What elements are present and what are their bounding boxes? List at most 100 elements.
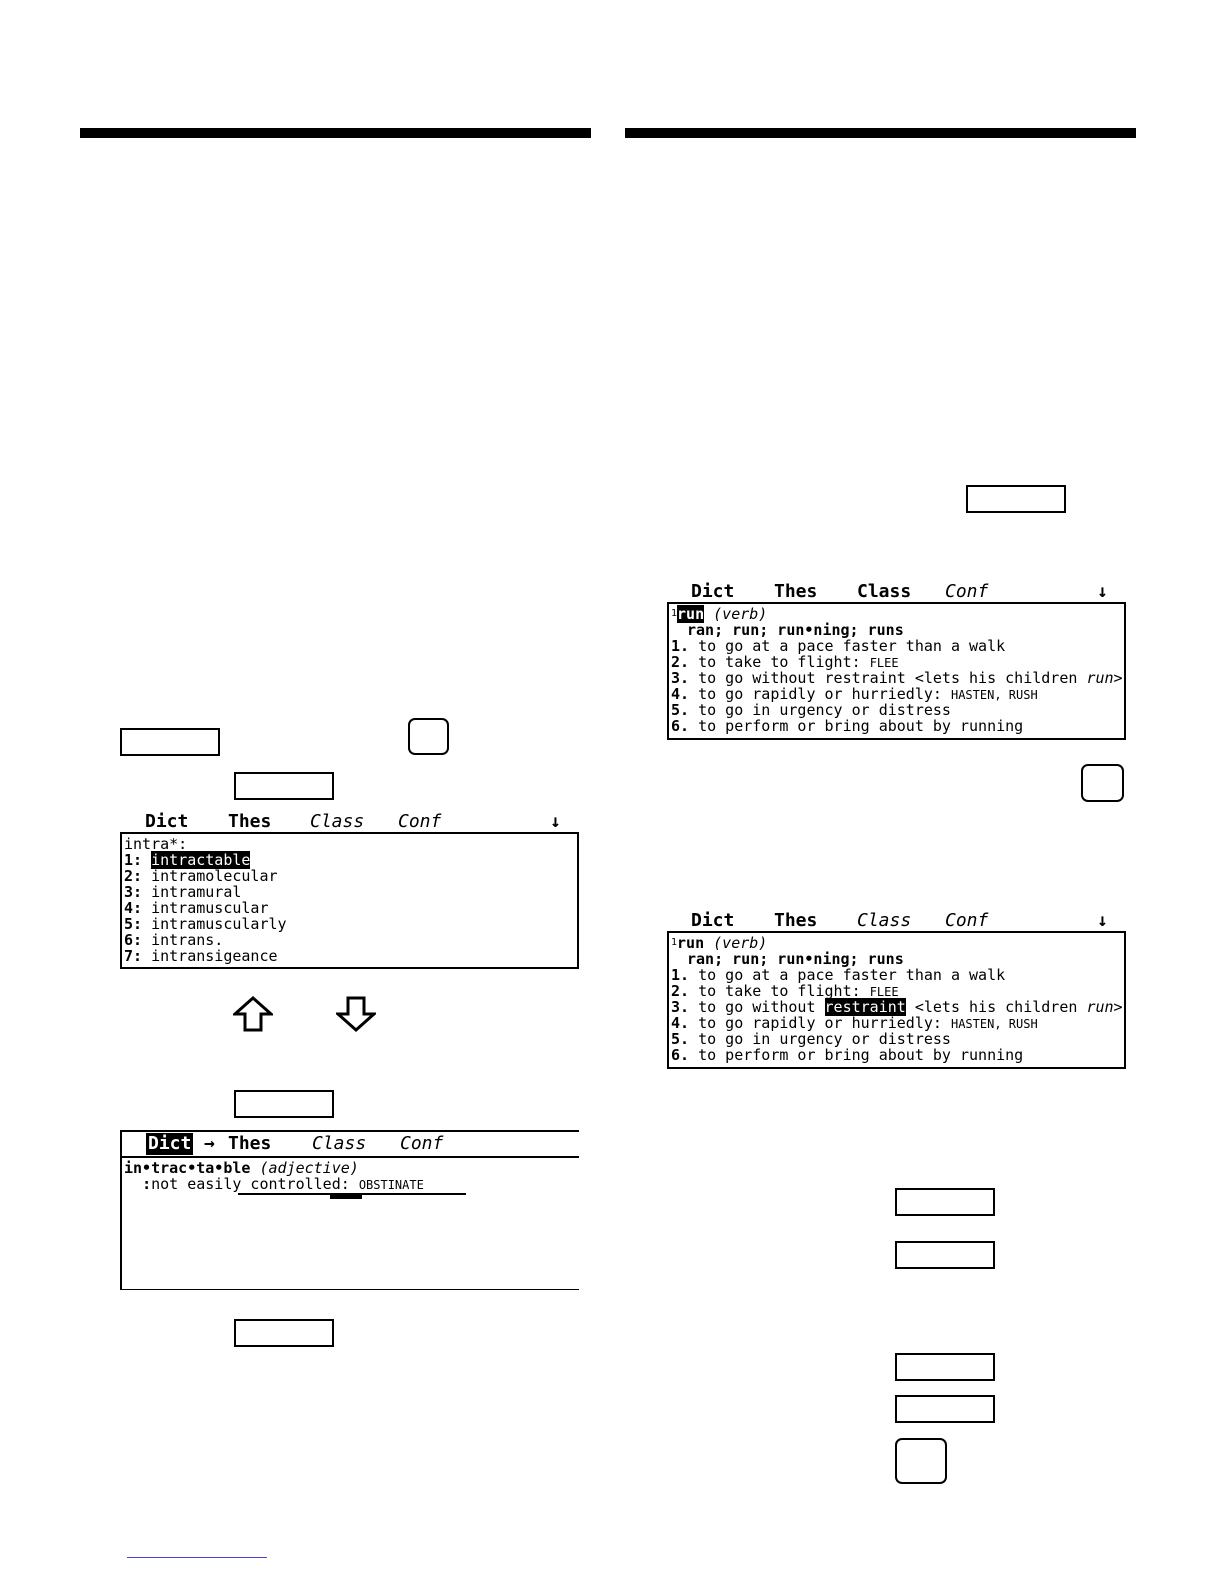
tab-thes[interactable]: Thes: [228, 811, 272, 832]
sense-line: 1. to go at a pace faster than a walk: [669, 638, 1124, 654]
part-of-speech: (verb): [713, 605, 768, 623]
list-item[interactable]: 5: intramuscularly: [122, 916, 577, 932]
key-button-9[interactable]: [895, 1395, 995, 1423]
key-button-2[interactable]: [234, 772, 334, 800]
tab-thes[interactable]: Thes: [228, 1133, 272, 1154]
list-item[interactable]: 4: intramuscular: [122, 900, 577, 916]
sense-word-selected[interactable]: restraint: [824, 998, 906, 1016]
definition-line: :not easily controlled: OBSTINATE: [122, 1176, 579, 1192]
sense-number: 1.: [671, 637, 690, 655]
definition-prefix: :: [142, 1175, 152, 1193]
sense-number: 5.: [671, 701, 690, 719]
tab-conf[interactable]: Conf: [945, 581, 989, 602]
key-button-1[interactable]: [120, 728, 220, 756]
list-item-word[interactable]: intrans.: [151, 931, 224, 949]
tab-conf[interactable]: Conf: [945, 910, 989, 931]
tab-class[interactable]: Class: [312, 1133, 367, 1154]
tab-class[interactable]: Class: [857, 910, 912, 931]
up-arrow-icon[interactable]: [233, 996, 273, 1032]
query-line: intra*:: [124, 835, 188, 853]
list-item[interactable]: 1: intractable: [122, 851, 577, 869]
square-key-button-1[interactable]: [408, 718, 449, 755]
sense-line: 5. to go in urgency or distress: [669, 1031, 1124, 1047]
sense-number: 6.: [671, 717, 690, 735]
definition-tabs: Dict → Thes Class Conf: [122, 1132, 579, 1158]
sense-example-close: >: [1113, 998, 1123, 1016]
tab-class[interactable]: Class: [857, 581, 912, 602]
sense-line: 6. to perform or bring about by running: [669, 1047, 1124, 1063]
list-item-word[interactable]: intransigeance: [151, 947, 278, 965]
list-item-number: 7:: [124, 947, 143, 965]
tab-dict-active[interactable]: Dict: [146, 1133, 194, 1155]
sense-line: 3. to go without restraint <lets his chi…: [669, 998, 1124, 1016]
sense-text: to go without: [698, 669, 816, 687]
list-item[interactable]: 6: intrans.: [122, 932, 577, 948]
key-button-8[interactable]: [895, 1353, 995, 1381]
list-item[interactable]: 7: intransigeance: [122, 948, 577, 964]
down-arrow-icon[interactable]: [336, 996, 376, 1032]
sense-number: 2.: [671, 982, 690, 1000]
list-item-number: 4:: [124, 899, 143, 917]
square-key-button-2[interactable]: [1081, 764, 1124, 802]
key-button-3[interactable]: [234, 1090, 334, 1118]
key-button-7[interactable]: [895, 1241, 995, 1269]
key-button-4[interactable]: [234, 1319, 334, 1347]
list-item[interactable]: 3: intramural: [122, 884, 577, 900]
homograph-number: 1: [671, 608, 678, 619]
cross-reference[interactable]: OBSTINATE: [358, 1178, 424, 1192]
headword-line: 1run (verb): [669, 605, 1124, 623]
sense-line: 2. to take to flight: FLEE: [669, 983, 1124, 999]
inflected-forms: ran; run; run•ning; runs: [687, 621, 904, 639]
list-item-word[interactable]: intramuscular: [151, 899, 269, 917]
word-list-screen: intra*: 1: intractable 2: intramolecular…: [120, 832, 579, 969]
sense-number: 4.: [671, 685, 690, 703]
list-tabs: Dict Thes Class Conf ↓: [120, 811, 580, 833]
tab-class[interactable]: Class: [310, 811, 365, 832]
sense-text: to go rapidly or hurriedly:: [698, 1014, 942, 1032]
scroll-indicator: [238, 1193, 466, 1195]
footer-link-underline: [127, 1557, 267, 1558]
tab-dict[interactable]: Dict: [145, 811, 189, 832]
right-column-rule: [625, 128, 1136, 138]
list-item-word[interactable]: intramuscularly: [151, 915, 287, 933]
tab-conf[interactable]: Conf: [398, 811, 442, 832]
headword-selected[interactable]: run: [677, 605, 705, 623]
list-item-number: 3:: [124, 883, 143, 901]
cross-reference[interactable]: FLEE: [869, 985, 899, 999]
run-tabs-2: Dict Thes Class Conf ↓: [667, 910, 1127, 932]
sense-text: to perform or bring about by running: [698, 717, 1024, 735]
tab-thes[interactable]: Thes: [774, 581, 818, 602]
sense-number: 4.: [671, 1014, 690, 1032]
list-item-word[interactable]: intramolecular: [151, 867, 278, 885]
sense-line: 6. to perform or bring about by running: [669, 718, 1124, 734]
sense-example-close: >: [1113, 669, 1123, 687]
list-item[interactable]: 2: intramolecular: [122, 868, 577, 884]
scroll-indicator-thumb: [330, 1195, 362, 1199]
tab-conf[interactable]: Conf: [400, 1133, 444, 1154]
key-button-5[interactable]: [966, 485, 1066, 513]
list-item-number: 5:: [124, 915, 143, 933]
cross-reference[interactable]: HASTEN, RUSH: [950, 688, 1038, 702]
part-of-speech: (verb): [713, 934, 768, 952]
sense-example-word: run: [1086, 998, 1114, 1016]
sense-text: to take to flight:: [698, 982, 861, 1000]
sense-text: to go in urgency or distress: [698, 701, 951, 719]
sense-example: <lets his children: [914, 998, 1078, 1016]
list-item-word-selected[interactable]: intractable: [151, 851, 251, 869]
sense-text: to go rapidly or hurriedly:: [698, 685, 942, 703]
down-arrow-indicator-icon: ↓: [550, 811, 561, 832]
down-arrow-indicator-icon: ↓: [1097, 581, 1108, 602]
cross-reference[interactable]: HASTEN, RUSH: [950, 1017, 1038, 1031]
sense-line: 4. to go rapidly or hurriedly: HASTEN, R…: [669, 686, 1124, 702]
list-item-word[interactable]: intramural: [151, 883, 242, 901]
headword-line: in•trac•ta•ble (adjective): [122, 1160, 579, 1176]
sense-word[interactable]: restraint: [824, 669, 906, 687]
sense-line: 3. to go without restraint <lets his chi…: [669, 670, 1124, 686]
right-arrow-icon: →: [204, 1133, 215, 1154]
tab-dict[interactable]: Dict: [691, 581, 735, 602]
cross-reference[interactable]: FLEE: [869, 656, 899, 670]
square-key-button-3[interactable]: [895, 1438, 947, 1484]
tab-dict[interactable]: Dict: [691, 910, 735, 931]
key-button-6[interactable]: [895, 1188, 995, 1216]
tab-thes[interactable]: Thes: [774, 910, 818, 931]
